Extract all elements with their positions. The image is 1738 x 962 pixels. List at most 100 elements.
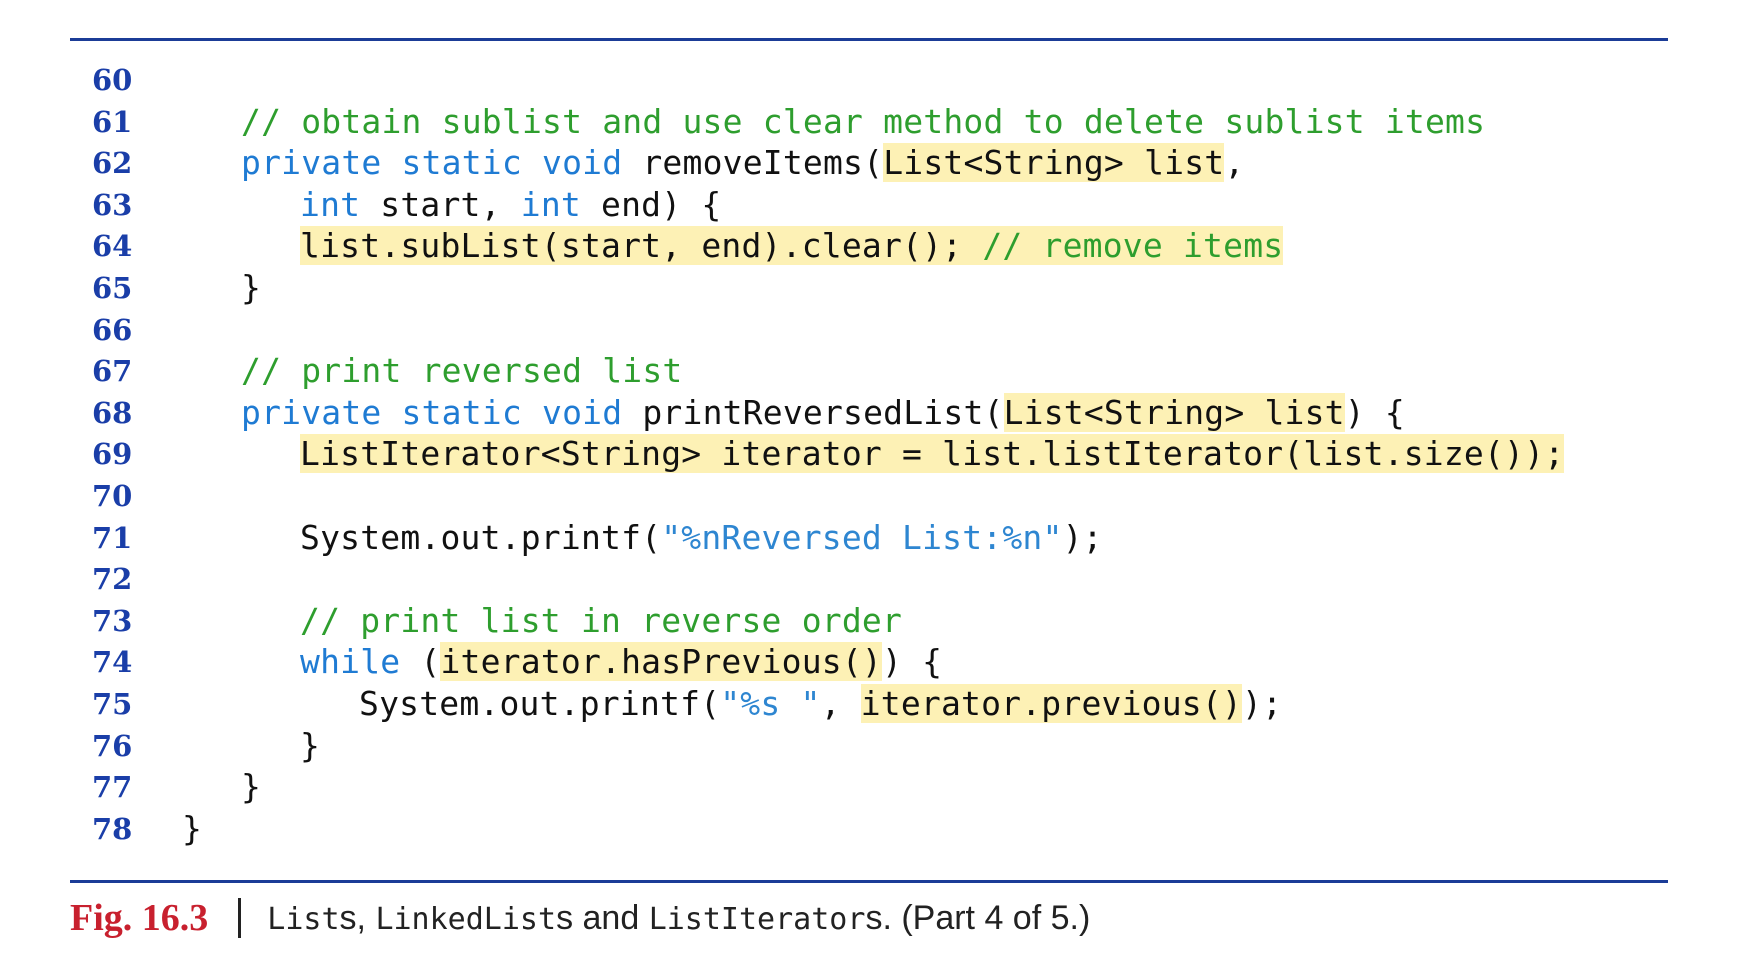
code-token: }	[241, 767, 262, 807]
code-token: );	[1242, 683, 1283, 723]
code-line: 65}	[0, 267, 1738, 309]
line-number: 67	[92, 354, 133, 389]
keyword-token: int	[520, 184, 581, 224]
code-text: int start, int end) {	[300, 184, 721, 226]
code-line: 67 // print reversed list	[0, 350, 1738, 392]
highlighted-code-token: List<String> list	[1003, 392, 1345, 432]
line-number: 76	[92, 728, 133, 763]
string-token: "%s "	[720, 683, 821, 723]
code-line: 64 list.subList(start, end).clear(); // r…	[0, 225, 1738, 267]
line-number: 64	[92, 229, 133, 264]
comment-token: // print reversed list	[241, 351, 683, 391]
caption-text-part-1: s,	[339, 898, 376, 937]
line-number: 60	[92, 63, 133, 97]
code-line: 63 int start, int end) {	[0, 184, 1738, 226]
code-token: ) {	[1344, 392, 1405, 432]
code-text: }	[182, 808, 202, 850]
code-text: // obtain sublist and use clear method t…	[241, 101, 1485, 143]
top-rule	[70, 38, 1668, 41]
line-number: 74	[92, 645, 133, 680]
code-line: 70	[0, 475, 1738, 517]
code-token: }	[182, 808, 203, 848]
code-token: );	[1062, 517, 1103, 557]
line-number: 77	[92, 770, 133, 805]
code-token: System.out.printf(	[359, 683, 721, 723]
comment-token: // print list in reverse order	[300, 600, 903, 640]
code-line: 76}	[0, 725, 1738, 767]
keyword-token: int	[300, 184, 361, 224]
line-number: 75	[92, 686, 133, 721]
figure-caption: Fig. 16.3 Lists, LinkedLists and ListIter…	[70, 896, 1090, 946]
line-number: 62	[92, 146, 133, 181]
code-text: }	[241, 267, 261, 309]
line-number: 71	[92, 520, 133, 555]
code-token: printReversedList(	[622, 392, 1004, 432]
code-line: 75 System.out.printf("%s ", iterator.prev…	[0, 683, 1738, 725]
caption-separator	[238, 898, 242, 938]
code-token: }	[300, 725, 321, 765]
line-number: 65	[92, 270, 133, 305]
code-line: 61 // obtain sublist and use clear method…	[0, 101, 1738, 143]
highlighted-code-token: iterator.hasPrevious()	[440, 642, 882, 682]
caption-code-list: List	[267, 901, 340, 937]
code-token: }	[241, 267, 262, 307]
code-line: 78}	[0, 808, 1738, 850]
keyword-token: private static void	[241, 392, 623, 432]
comment-token: // obtain sublist and use clear method t…	[241, 101, 1486, 141]
code-line: 73 // print list in reverse order	[0, 600, 1738, 642]
line-number: 72	[92, 562, 133, 597]
code-text: list.subList(start, end).clear(); // rem…	[300, 225, 1284, 267]
code-text: }	[300, 725, 320, 767]
keyword-token: private static void	[241, 143, 623, 183]
code-token: ,	[820, 683, 861, 723]
code-token: start,	[360, 184, 521, 224]
code-token: System.out.printf(	[300, 517, 662, 557]
caption-text: Lists, LinkedLists and ListIterators. (P…	[267, 899, 1090, 937]
code-line: 62 private static void removeItems(List<S…	[0, 142, 1738, 184]
line-number: 69	[92, 437, 133, 472]
code-line: 77}	[0, 766, 1738, 808]
highlighted-code-token: iterator.previous()	[860, 683, 1242, 723]
code-line: 74 while (iterator.hasPrevious()) {	[0, 641, 1738, 683]
string-token: "%nReversed List:%n"	[661, 517, 1063, 557]
figure-label: Fig. 16.3	[70, 897, 209, 939]
highlighted-comment-token: // remove items	[982, 226, 1284, 266]
caption-text-part-3: s. (Part 4 of 5.)	[865, 898, 1091, 937]
line-number: 66	[92, 312, 133, 347]
code-text: // print reversed list	[241, 350, 683, 392]
code-listing: 60 61 // obtain sublist and use clear meth…	[0, 59, 1738, 849]
highlighted-code-token: ListIterator<String> iterator = list.lis…	[300, 434, 1565, 474]
line-number: 63	[92, 187, 133, 222]
code-token: (	[400, 642, 441, 682]
line-number: 73	[92, 603, 133, 638]
code-token: ,	[1224, 143, 1245, 183]
keyword-token: while	[300, 642, 401, 682]
code-token: ) {	[881, 642, 943, 682]
highlighted-code-token: list.subList(start, end).clear();	[300, 226, 983, 266]
bottom-rule	[70, 880, 1668, 883]
highlighted-code-token: List<String> list	[883, 143, 1225, 183]
code-token: end) {	[580, 184, 722, 224]
code-text: while (iterator.hasPrevious()) {	[300, 641, 942, 683]
code-text: ListIterator<String> iterator = list.lis…	[300, 433, 1565, 475]
code-line: 71 System.out.printf("%nReversed List:%n"…	[0, 517, 1738, 559]
code-token: removeItems(	[622, 143, 884, 183]
line-number: 61	[92, 104, 133, 139]
code-line: 68 private static void printReversedList(…	[0, 392, 1738, 434]
code-text: }	[241, 766, 261, 808]
line-number: 70	[92, 478, 133, 513]
line-number: 68	[92, 395, 133, 430]
code-text: // print list in reverse order	[300, 600, 902, 642]
code-line: 66	[0, 309, 1738, 351]
caption-code-linkedlist: LinkedList	[375, 901, 557, 937]
code-line: 69 ListIterator<String> iterator = list.l…	[0, 433, 1738, 475]
line-number: 78	[92, 811, 133, 846]
code-text: System.out.printf("%s ", iterator.previo…	[359, 683, 1282, 725]
code-line: 60	[0, 59, 1738, 101]
code-line: 72	[0, 558, 1738, 600]
caption-code-listiterator: ListIterator	[648, 901, 866, 937]
code-text: private static void printReversedList(Li…	[241, 392, 1405, 434]
caption-text-part-2: s and	[556, 898, 649, 937]
code-text: private static void removeItems(List<Str…	[241, 142, 1244, 184]
code-text: System.out.printf("%nReversed List:%n");	[300, 517, 1103, 559]
